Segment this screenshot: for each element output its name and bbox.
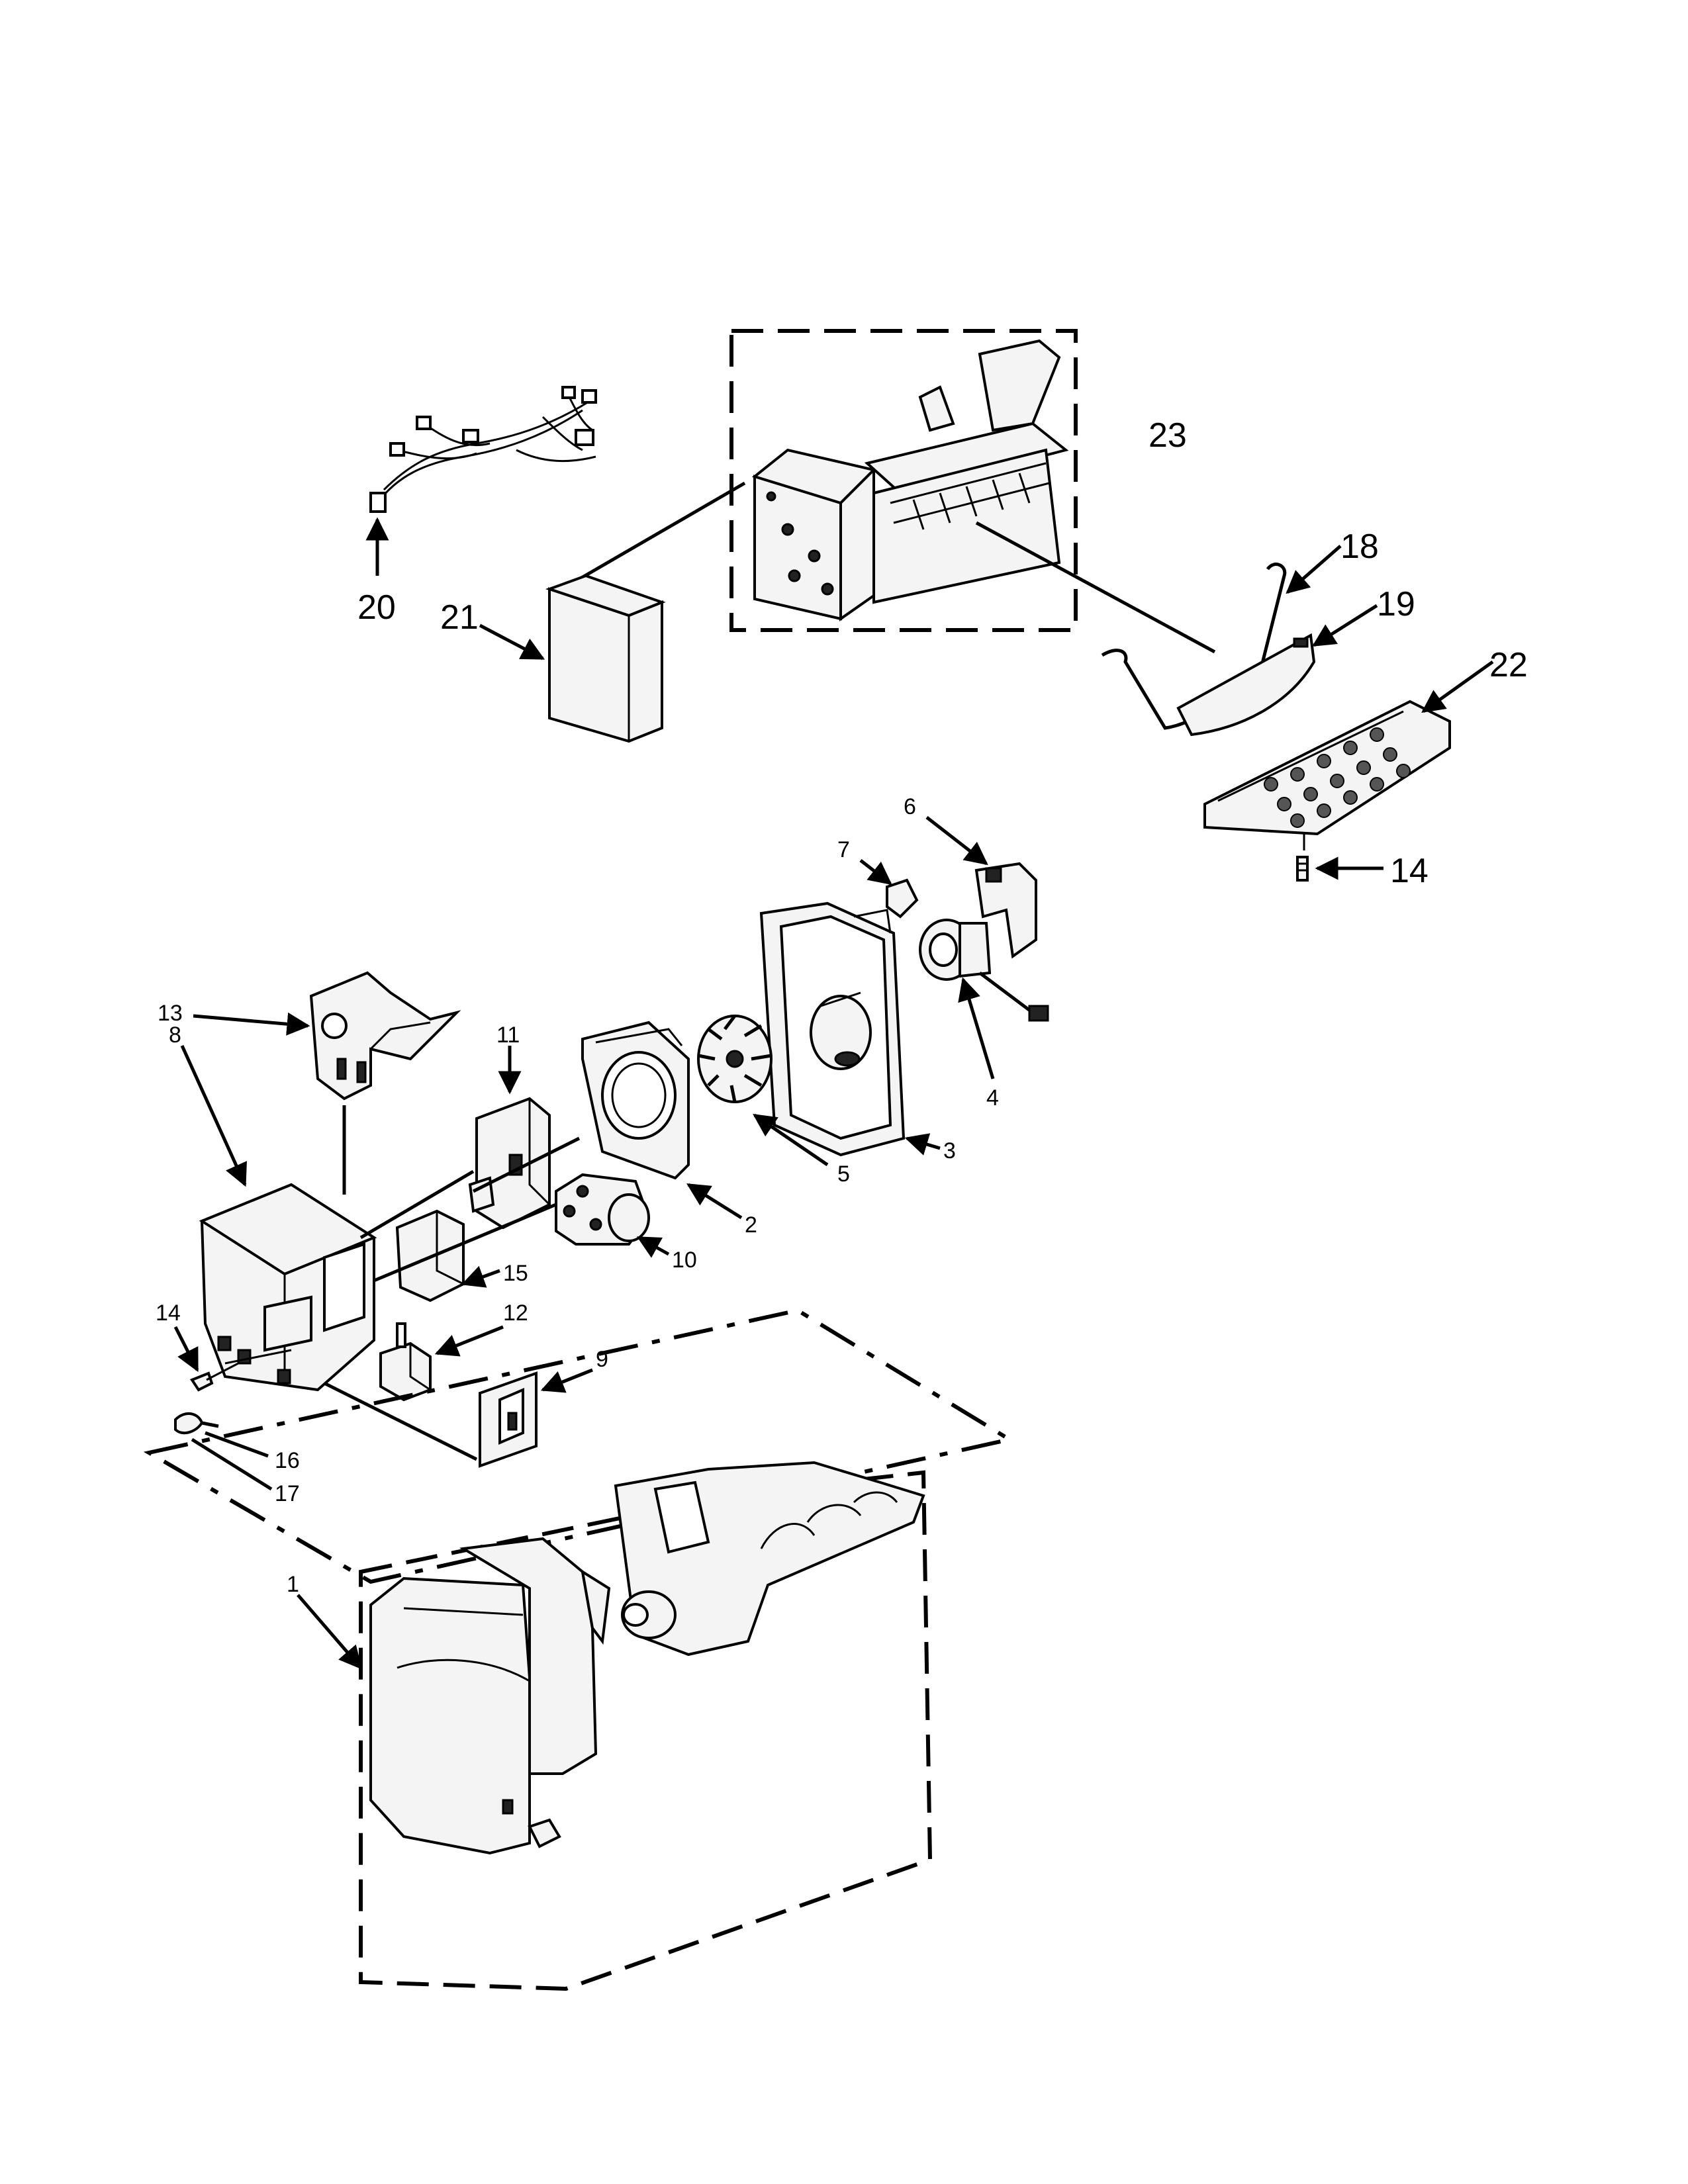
leader-5 (753, 1113, 829, 1167)
ice-chute-drawing (309, 971, 461, 1101)
leader-14a (173, 1326, 199, 1373)
leader-icemaker-to-shutoff (975, 521, 1216, 654)
fan-blade-drawing (697, 1015, 773, 1103)
callout-labels: 23 18 19 22 14 20 21 6 7 4 3 5 2 10 11 1… (156, 416, 1528, 1597)
leader-housing-to-bezel (323, 1381, 478, 1461)
leader-16 (205, 1431, 269, 1458)
icemaker-cover-drawing (545, 574, 666, 743)
label-16: 16 (275, 1448, 300, 1473)
label-23: 23 (1149, 416, 1187, 455)
dispenser-housing-drawing (199, 1183, 377, 1392)
leader-6 (925, 816, 988, 866)
label-9: 9 (596, 1347, 608, 1372)
leader-4 (958, 977, 995, 1079)
fan-shroud-drawing (581, 1021, 690, 1180)
ice-bin-drawing (369, 1461, 925, 1855)
label-7: 7 (837, 837, 850, 862)
label-5: 5 (837, 1161, 850, 1187)
leader-22 (1421, 660, 1494, 713)
solenoid-drawing (379, 1322, 432, 1402)
label-1: 1 (287, 1572, 299, 1597)
clip-stem (201, 1421, 219, 1428)
leader-housing-to-switch (359, 1169, 475, 1240)
label-2: 2 (745, 1212, 757, 1238)
label-21: 21 (440, 598, 479, 637)
leader-8 (180, 1044, 247, 1187)
label-14-right: 14 (1390, 852, 1429, 890)
auger-motor-drawing (555, 1173, 651, 1246)
leader-2 (686, 1183, 743, 1220)
wire-harness-drawing (369, 386, 597, 513)
label-4: 4 (986, 1085, 999, 1111)
leader-10 (636, 1236, 670, 1258)
leader-1 (297, 1594, 363, 1670)
bin-location-outline (143, 1308, 1015, 1584)
leader-13 (193, 1012, 310, 1036)
motor-clip-drawing (886, 878, 919, 919)
label-15: 15 (503, 1261, 528, 1286)
label-6: 6 (904, 794, 916, 819)
leader-3 (904, 1133, 941, 1156)
leader-21 (479, 623, 545, 660)
shutoff-bracket-drawing (1176, 633, 1316, 737)
leader-7 (859, 859, 892, 886)
leader-19 (1312, 604, 1378, 647)
leader-15 (461, 1265, 500, 1288)
clip-drawing (174, 1412, 204, 1435)
label-17: 17 (275, 1481, 300, 1506)
label-11: 11 (496, 1023, 520, 1048)
leader-18 (1286, 545, 1342, 594)
leader-12 (434, 1325, 504, 1357)
leader-9 (540, 1368, 593, 1393)
label-10: 10 (672, 1248, 697, 1273)
leader-switch-to-shroud (472, 1136, 581, 1193)
ice-tray-drawing (1203, 700, 1451, 850)
icemaker-drawing (751, 339, 1069, 621)
label-19: 19 (1377, 585, 1415, 623)
icemaker-assembly-group (729, 329, 1078, 632)
label-14-left: 14 (156, 1300, 181, 1326)
screw-left-drawing (189, 1362, 239, 1392)
screw-right-drawing (1296, 856, 1309, 882)
label-12: 12 (503, 1300, 528, 1326)
motor-bracket-drawing (974, 862, 1037, 959)
label-20: 20 (357, 588, 396, 627)
label-3: 3 (943, 1138, 956, 1163)
label-18: 18 (1340, 527, 1379, 566)
door-bezel-drawing (479, 1371, 538, 1468)
icemaker-dashed-box (729, 329, 1078, 632)
label-8: 8 (169, 1023, 181, 1048)
leader-17 (191, 1437, 273, 1491)
leader-housing-to-motor (373, 1203, 557, 1283)
fan-housing-drawing (759, 901, 906, 1157)
leader-icemaker-to-cover (578, 481, 746, 581)
dispenser-switch-drawing (468, 1097, 551, 1230)
label-13: 13 (158, 1001, 183, 1026)
fan-motor-drawing (919, 919, 1049, 1022)
label-22: 22 (1489, 646, 1528, 684)
